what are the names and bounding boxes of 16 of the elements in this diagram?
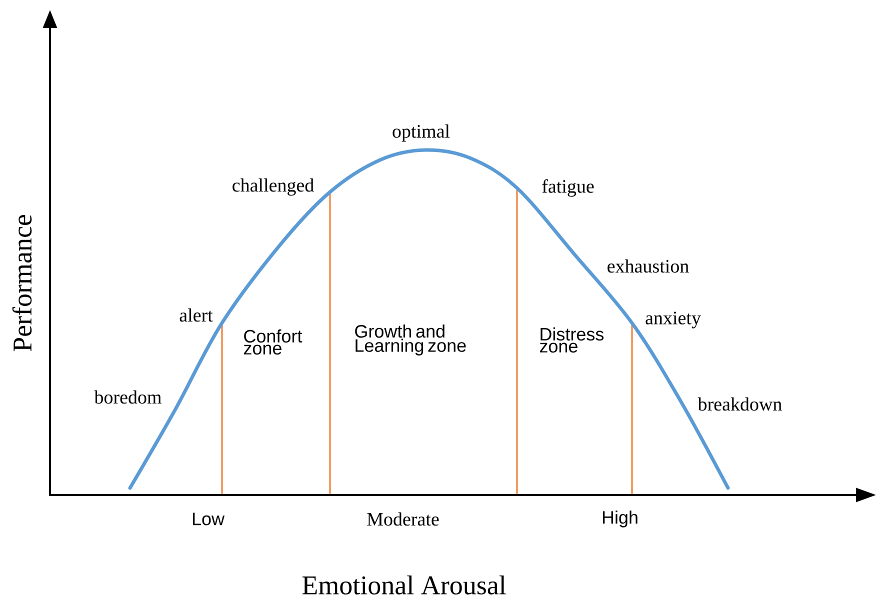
tick-label: Low [192,512,225,526]
curve-label: challenged [232,178,314,196]
curve-label: anxiety [646,312,701,328]
tick-label: Moderate [367,512,439,526]
zone-label: Confort zone [244,329,302,355]
curve-label: optimal [392,124,450,142]
zone-label: Distress zone [540,327,604,353]
tick-label: High [602,510,638,528]
curve-label: boredom [94,390,162,404]
axis-title: Performance [12,214,32,352]
curve-label: breakdown [698,397,782,411]
zone-label: Growth and Learning zone [355,324,466,356]
curve-label: fatigue [542,179,594,197]
axis-title: Emotional Arousal [302,575,506,594]
curve-label: alert [180,308,213,322]
curve-label: exhaustion [608,259,689,273]
